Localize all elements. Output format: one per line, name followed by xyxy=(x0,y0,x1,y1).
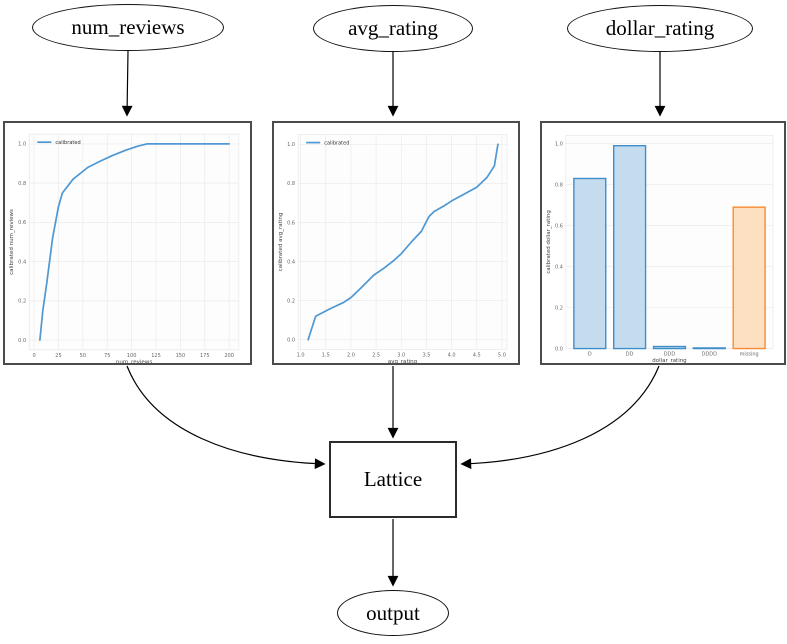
svg-text:2.0: 2.0 xyxy=(347,352,355,358)
node-output: output xyxy=(337,590,449,636)
svg-text:0.6: 0.6 xyxy=(287,220,295,226)
svg-text:calibrated avg_rating: calibrated avg_rating xyxy=(278,213,284,272)
chart-svg: 0.0 0.2 0.4 0.6 0.8 1.0 1.0 1.5 2.0 2.5 3.0 3.5 4.0 4… xyxy=(278,134,508,363)
svg-text:0.0: 0.0 xyxy=(555,346,563,352)
edge-plot1-to-lattice xyxy=(126,365,326,470)
num-reviews-calibration-plot: 0.0 0.2 0.4 0.6 0.8 1.0 0 25 50 75 100 125 150 175 200… xyxy=(3,121,252,365)
svg-text:200: 200 xyxy=(224,353,234,359)
svg-text:0.0: 0.0 xyxy=(18,338,26,344)
node-dollar-rating-label: dollar_rating xyxy=(605,16,715,40)
svg-text:0.4: 0.4 xyxy=(287,259,295,265)
svg-text:DDDD: DDDD xyxy=(702,352,717,358)
svg-text:avg_rating: avg_rating xyxy=(388,359,417,363)
svg-text:4.5: 4.5 xyxy=(473,352,481,358)
node-output-label: output xyxy=(366,600,420,625)
svg-text:1.0: 1.0 xyxy=(297,352,305,358)
svg-text:2.5: 2.5 xyxy=(372,352,380,358)
svg-text:1.0: 1.0 xyxy=(555,141,563,147)
node-avg-rating-label: avg_rating xyxy=(348,16,438,40)
svg-text:0.8: 0.8 xyxy=(555,182,563,188)
node-avg-rating: avg_rating xyxy=(313,5,473,52)
node-dollar-rating: dollar_rating xyxy=(567,5,753,52)
bar-DDDD xyxy=(692,347,726,350)
svg-text:1.0: 1.0 xyxy=(18,142,26,148)
svg-text:75: 75 xyxy=(104,353,110,359)
svg-text:0.4: 0.4 xyxy=(18,259,26,265)
edge-plot3-to-lattice xyxy=(460,365,660,470)
svg-text:D: D xyxy=(588,352,592,358)
svg-text:150: 150 xyxy=(176,353,186,359)
svg-text:1.5: 1.5 xyxy=(322,352,330,358)
svg-text:calibrated: calibrated xyxy=(55,140,80,146)
avg-rating-calibration-plot: 0.0 0.2 0.4 0.6 0.8 1.0 1.0 1.5 2.0 2.5 3.0 3.5 4.0 4… xyxy=(272,121,520,365)
svg-text:100: 100 xyxy=(127,353,137,359)
node-lattice: Lattice xyxy=(329,441,457,518)
svg-text:1.0: 1.0 xyxy=(287,142,295,148)
svg-text:3.0: 3.0 xyxy=(397,352,405,358)
svg-text:0: 0 xyxy=(32,353,35,359)
svg-text:dollar_rating: dollar_rating xyxy=(652,358,686,363)
node-lattice-label: Lattice xyxy=(363,467,423,491)
svg-text:0.4: 0.4 xyxy=(555,264,563,270)
svg-text:50: 50 xyxy=(80,353,86,359)
svg-text:calibrated num_reviews: calibrated num_reviews xyxy=(9,209,15,275)
svg-text:missing: missing xyxy=(740,352,759,358)
svg-text:25: 25 xyxy=(55,353,61,359)
svg-text:0.2: 0.2 xyxy=(18,299,26,305)
svg-text:calibrated dollar_rating: calibrated dollar_rating xyxy=(546,210,552,274)
svg-text:3.5: 3.5 xyxy=(422,352,430,358)
bar-DDD xyxy=(652,345,687,350)
svg-text:0.6: 0.6 xyxy=(555,223,563,229)
svg-text:175: 175 xyxy=(200,353,210,359)
bar-DD xyxy=(613,144,647,350)
svg-text:5.0: 5.0 xyxy=(498,352,506,358)
svg-text:0.2: 0.2 xyxy=(287,298,295,304)
edge-num-reviews-to-plot xyxy=(121,50,133,117)
svg-text:125: 125 xyxy=(151,353,161,359)
svg-text:DD: DD xyxy=(626,352,634,358)
chart-svg: 0.0 0.2 0.4 0.6 0.8 1.0 0 25 50 75 100 125 150 175 200… xyxy=(9,133,240,363)
node-num-reviews-label: num_reviews xyxy=(71,15,185,39)
svg-text:4.0: 4.0 xyxy=(448,352,456,358)
svg-text:calibrated: calibrated xyxy=(324,141,349,147)
svg-text:DDD: DDD xyxy=(664,352,676,358)
bar-missing xyxy=(732,206,766,350)
bar-D xyxy=(573,177,607,350)
svg-text:0.8: 0.8 xyxy=(287,181,295,187)
svg-text:0.2: 0.2 xyxy=(555,305,563,311)
svg-text:0.8: 0.8 xyxy=(18,181,26,187)
node-num-reviews: num_reviews xyxy=(32,4,224,51)
svg-text:0.0: 0.0 xyxy=(287,337,295,343)
svg-text:0.6: 0.6 xyxy=(18,220,26,226)
svg-text:num_reviews: num_reviews xyxy=(116,359,152,363)
